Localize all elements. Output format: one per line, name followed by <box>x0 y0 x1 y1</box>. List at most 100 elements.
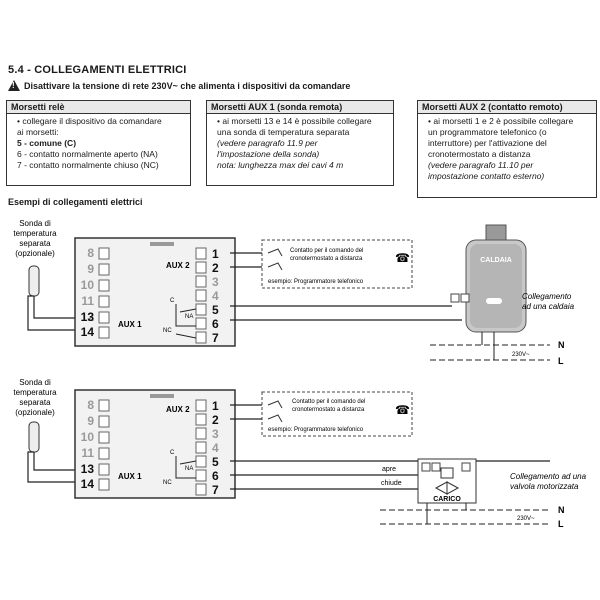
remote-contact-box <box>261 239 413 289</box>
terminal-label: 4 <box>212 441 219 455</box>
terminal-label: 9 <box>87 262 94 276</box>
terminal-13-label: 13 <box>81 310 95 324</box>
phone-icon: ☎ <box>395 251 410 265</box>
sensor-label-line: temperatura <box>13 229 57 238</box>
terminal-7-label: 7 <box>212 331 219 345</box>
terminal-label: 8 <box>87 246 94 260</box>
diagram-valve: Sonda di temperatura separata (opzionale… <box>13 378 586 529</box>
remote-contact-box <box>261 391 413 437</box>
relay-na-label: NA <box>185 466 193 472</box>
warning-icon <box>8 80 20 91</box>
terminal-label: 10 <box>81 430 95 444</box>
terminal-7-label: 7 <box>212 483 219 497</box>
sensor-label-line: separata <box>19 398 51 407</box>
box-rele-line: 6 - contatto normalmente aperto (NA) <box>17 149 158 159</box>
terminal-14-label: 14 <box>81 325 95 339</box>
box-aux2-line: interruttore) per l'attivazione del <box>428 138 547 148</box>
boiler-caption: Collegamento <box>522 292 572 301</box>
box-aux2-title: Morsetti AUX 2 (contatto remoto) <box>418 101 596 114</box>
box-aux1: Morsetti AUX 1 (sonda remota) • ai morse… <box>206 100 394 186</box>
valve-caption: valvola motorizzata <box>510 482 579 491</box>
relay-c-label: C <box>170 450 175 456</box>
box-rele-body: • collegare il dispositivo da comandare … <box>7 114 190 173</box>
terminal-label: 9 <box>87 414 94 428</box>
sensor-label-line: Sonda di <box>19 378 51 387</box>
box-aux1-line: • ai morsetti 13 e 14 è possibile colleg… <box>217 116 372 126</box>
aux2-label: AUX 2 <box>166 261 190 270</box>
example-text: esempio: Programmatore telefonico <box>268 427 364 433</box>
sensor-label-line: Sonda di <box>19 219 51 228</box>
box-aux1-line: l'impostazione della sonda) <box>217 149 320 159</box>
terminal-label: 3 <box>212 275 219 289</box>
sensor-label-line: temperatura <box>13 388 57 397</box>
box-rele-line: 5 - comune (C) <box>17 138 77 148</box>
relay-nc-label: NC <box>163 328 172 334</box>
phone-icon: ☎ <box>395 403 410 417</box>
valve-close-label: chiude <box>381 480 402 487</box>
contact-text-line: cronotermostato a distanza <box>290 256 363 262</box>
section-title: 5.4 - COLLEGAMENTI ELETTRICI <box>8 64 187 76</box>
terminal-label: 3 <box>212 427 219 441</box>
sensor-wire <box>33 296 80 319</box>
terminal-6-label: 6 <box>212 469 219 483</box>
terminal-label: 11 <box>81 446 94 460</box>
terminal-label: 10 <box>81 278 95 292</box>
boiler-label: CALDAIA <box>480 257 512 264</box>
box-rele-line: • collegare il dispositivo da comandare <box>17 116 162 126</box>
warning-text: Disattivare la tensione di rete 230V~ ch… <box>24 80 351 91</box>
box-rele: Morsetti relè • collegare il dispositivo… <box>6 100 191 186</box>
valve-open-label: apre <box>382 466 396 473</box>
box-aux2-line: (vedere paragrafo 11.10 per <box>428 160 534 170</box>
relay-nc-label: NC <box>163 480 172 486</box>
terminal-1-label: 1 <box>212 247 219 261</box>
relay-na-label: NA <box>185 314 193 320</box>
terminal-14-label: 14 <box>81 477 95 491</box>
terminal-2-label: 2 <box>212 261 219 275</box>
device-marker <box>150 242 174 246</box>
terminal-label: 12 <box>81 310 95 324</box>
box-aux2: Morsetti AUX 2 (contatto remoto) • ai mo… <box>417 100 597 198</box>
motorized-valve: CARICO <box>417 458 477 504</box>
diagram-boiler: Sonda di temperatura separata (opzionale… <box>13 219 574 366</box>
line-label: L <box>558 519 564 529</box>
terminal-label: 8 <box>87 398 94 412</box>
aux2-label: AUX 2 <box>166 405 190 414</box>
voltage-label: 230V~ <box>512 352 530 358</box>
terminal-1-label: 1 <box>212 399 219 413</box>
box-aux2-line: cronotermostato a distanza <box>428 149 531 159</box>
box-aux2-body: • ai morsetti 1 e 2 è possibile collegar… <box>418 114 596 184</box>
aux1-label: AUX 1 <box>118 320 142 329</box>
example-text: esempio: Programmatore telefonico <box>268 279 364 285</box>
box-aux2-line: impostazione contatto esterno) <box>428 171 545 181</box>
contact-text-line: Contatto per il comando del <box>292 399 365 405</box>
terminal-13-label: 13 <box>81 462 95 476</box>
valve-label: CARICO <box>433 496 461 503</box>
temperature-sensor <box>28 421 40 453</box>
boiler: CALDAIA <box>465 224 527 333</box>
box-rele-title: Morsetti relè <box>7 101 190 114</box>
valve-caption: Collegamento ad una <box>510 472 587 481</box>
box-aux2-line: un programmatore telefonico (o <box>428 127 547 137</box>
sensor-label-line: (opzionale) <box>15 408 55 417</box>
box-rele-line: 7 - contatto normalmente chiuso (NC) <box>17 160 159 170</box>
box-aux1-line: (vedere paragrafo 11.9 per <box>217 138 318 148</box>
line-label: L <box>558 356 564 366</box>
terminal-2-label: 2 <box>212 413 219 427</box>
terminal-5-label: 5 <box>212 303 219 317</box>
boiler-caption: ad una caldaia <box>522 302 575 311</box>
sensor-label-line: (opzionale) <box>15 249 55 258</box>
box-aux1-body: • ai morsetti 13 e 14 è possibile colleg… <box>207 114 393 173</box>
relay-c-label: C <box>170 298 175 304</box>
terminal-5-label: 5 <box>212 455 219 469</box>
terminal-6-label: 6 <box>212 317 219 331</box>
neutral-label: N <box>558 505 565 515</box>
box-aux2-line: • ai morsetti 1 e 2 è possibile collegar… <box>428 116 574 126</box>
box-aux1-title: Morsetti AUX 1 (sonda remota) <box>207 101 393 114</box>
terminal-label: 4 <box>212 289 219 303</box>
sensor-label-line: separata <box>19 239 51 248</box>
aux1-label: AUX 1 <box>118 472 142 481</box>
box-rele-line: ai morsetti: <box>17 127 59 137</box>
contact-text-line: cronotermostato a distanza <box>292 407 365 413</box>
warning-notice: Disattivare la tensione di rete 230V~ ch… <box>8 80 350 91</box>
